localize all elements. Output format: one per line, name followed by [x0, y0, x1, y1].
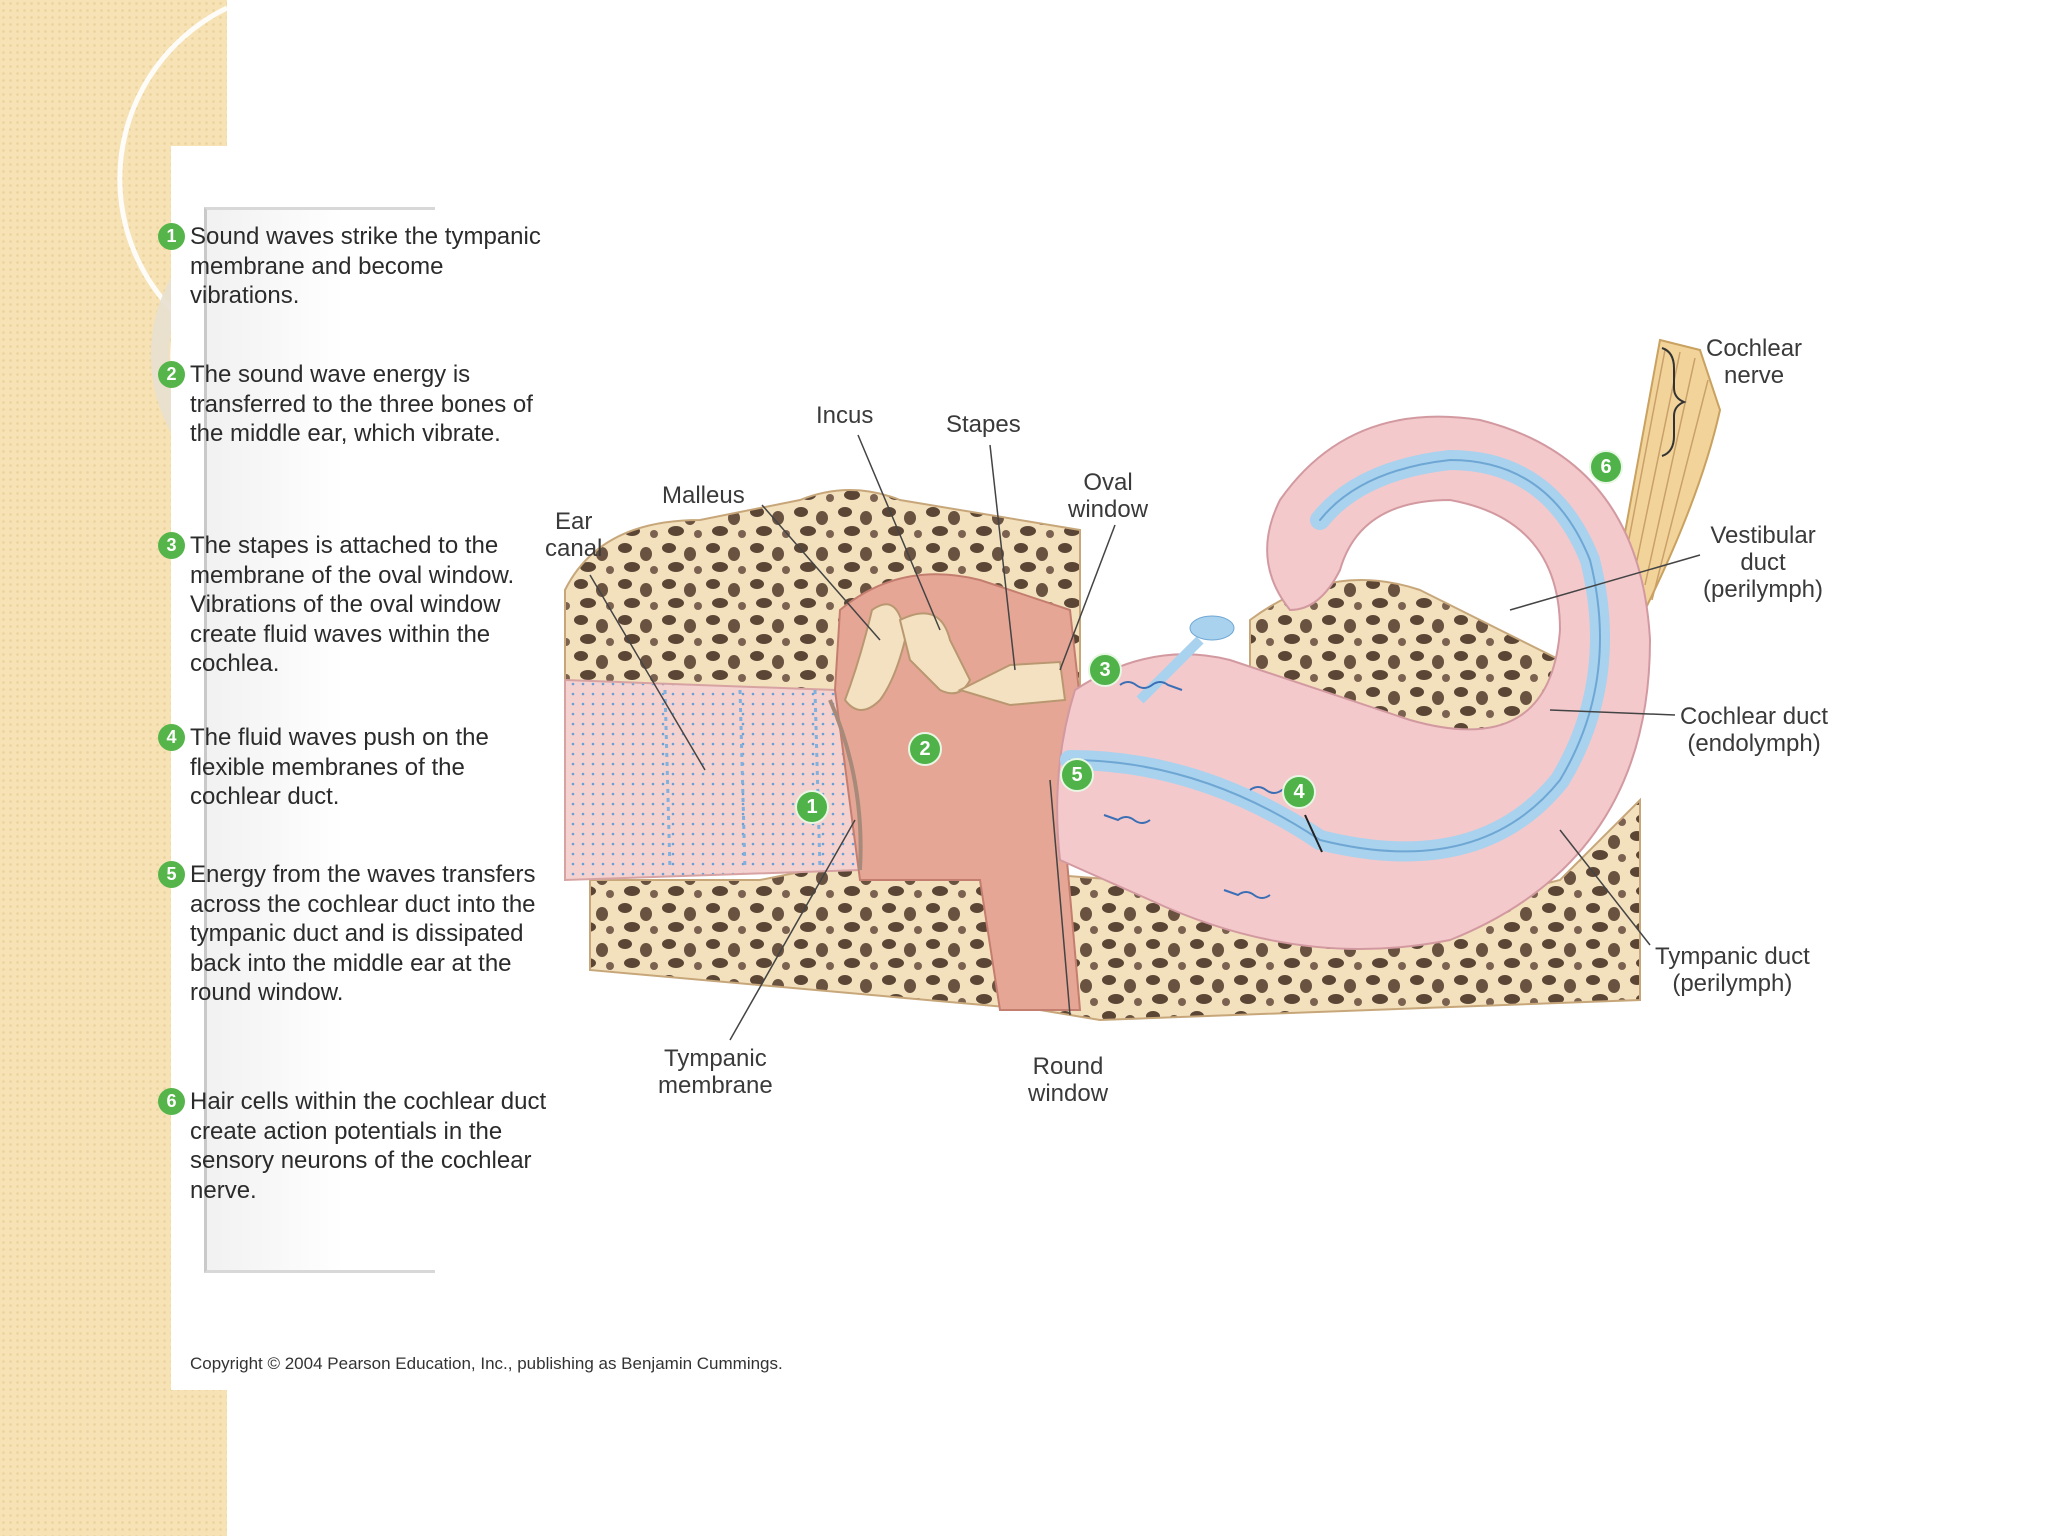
- cochlear-duct-outline: [1069, 458, 1601, 853]
- step-number-badge: 6: [158, 1088, 185, 1115]
- step-1: 1 Sound waves strike the tympanic membra…: [158, 222, 550, 311]
- step-text: Sound waves strike the tympanic membrane…: [190, 223, 541, 309]
- step-number-badge: 3: [158, 532, 185, 559]
- step-3: 3 The stapes is attached to the membrane…: [158, 531, 560, 679]
- step-text: The fluid waves push on the flexible mem…: [190, 724, 489, 810]
- diagram-marker-3: 3: [1088, 653, 1122, 687]
- step-number-badge: 5: [158, 861, 185, 888]
- step-number-badge: 2: [158, 361, 185, 388]
- vestibule: [1189, 615, 1235, 641]
- semicircular-canal-stub: [1136, 636, 1204, 704]
- label-incus: Incus: [816, 402, 874, 429]
- steps-panel: [204, 207, 435, 1273]
- step-text: The stapes is attached to the membrane o…: [190, 532, 515, 677]
- label-malleus: Malleus: [662, 482, 745, 509]
- diagram-marker-4: 4: [1282, 775, 1316, 809]
- label-round-window: Round window: [1028, 1053, 1109, 1107]
- step-text: Energy from the waves transfers across t…: [190, 861, 536, 1006]
- step-number-badge: 4: [158, 724, 185, 751]
- diagram-marker-5: 5: [1060, 758, 1094, 792]
- copyright-notice: Copyright © 2004 Pearson Education, Inc.…: [190, 1354, 783, 1373]
- label-oval-window: Oval window: [1068, 469, 1149, 523]
- step-4: 4 The fluid waves push on the flexible m…: [158, 723, 550, 812]
- tympanic-membrane-shape: [828, 699, 863, 871]
- label-cochlear-duct: Cochlear duct (endolymph): [1680, 703, 1829, 757]
- diagram-marker-2: 2: [908, 732, 942, 766]
- cochlea: [1056, 415, 1652, 950]
- label-cochlear-nerve: Cochlear nerve: [1706, 335, 1803, 389]
- step-text: Hair cells within the cochlear duct crea…: [190, 1088, 547, 1204]
- label-ear-canal: Ear canal: [545, 508, 603, 562]
- incus-bone: [898, 612, 972, 695]
- cochlear-nerve-fibers: [1618, 338, 1722, 623]
- diagram-marker-1: 1: [795, 790, 829, 824]
- nerve-fiber-lines: [1624, 349, 1709, 601]
- step-5: 5 Energy from the waves transfers across…: [158, 860, 550, 1008]
- label-stapes: Stapes: [946, 411, 1021, 438]
- stapes-bone: [957, 660, 1067, 707]
- sound-wave-bands: [663, 689, 822, 871]
- step-number-badge: 1: [158, 223, 185, 250]
- step-text: The sound wave energy is transferred to …: [190, 361, 533, 447]
- label-tympanic-membrane: Tympanic membrane: [658, 1045, 773, 1099]
- cochlear-nerve-bracket: [1661, 347, 1687, 457]
- label-tympanic-duct: Tympanic duct (perilymph): [1655, 943, 1810, 997]
- step-6: 6 Hair cells within the cochlear duct cr…: [158, 1087, 550, 1205]
- membrane-push-arrow: [1304, 814, 1323, 853]
- diagram-marker-6: 6: [1589, 450, 1623, 484]
- label-leader-lines: [589, 434, 1701, 1041]
- malleus-bone: [843, 603, 907, 711]
- label-vestibular-duct: Vestibular duct (perilymph): [1703, 522, 1824, 603]
- fluid-wave-arrows: [1103, 681, 1313, 899]
- step-2: 2 The sound wave energy is transferred t…: [158, 360, 550, 449]
